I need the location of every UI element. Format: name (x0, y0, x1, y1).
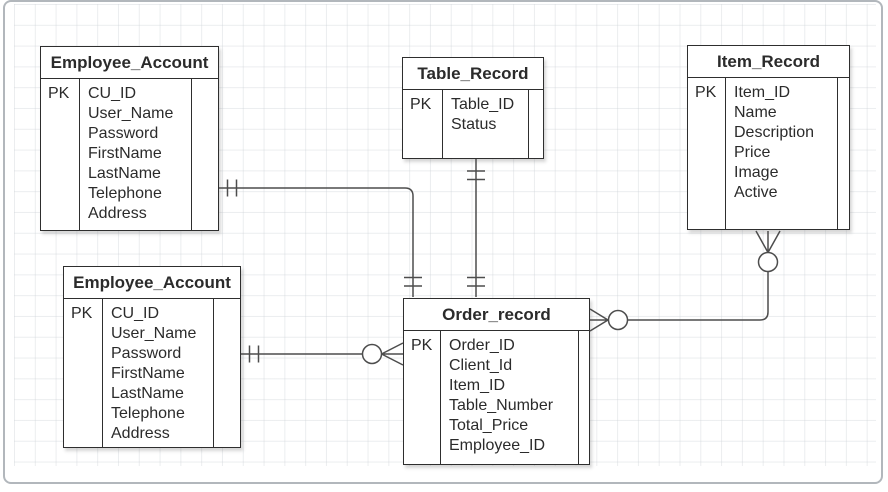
fields-column: CU_ID User_Name Password FirstName LastN… (103, 299, 213, 447)
entity-field: CU_ID (111, 305, 160, 322)
empty-column (528, 90, 543, 158)
entity-field: Telephone (88, 185, 162, 202)
connector-line[interactable] (627, 271, 769, 321)
entity-field: Telephone (111, 405, 185, 422)
connector-order-item[interactable] (589, 230, 781, 332)
entity-field: CU_ID (88, 85, 137, 102)
entity-field: FirstName (111, 365, 185, 382)
zero-circle-notation (361, 343, 383, 365)
entity-field: FirstName (88, 145, 162, 162)
entity-title: Employee_Account (41, 47, 218, 79)
pk-column: PK (41, 79, 80, 230)
entity-employee-account-bottom[interactable]: Employee_Account PK CU_ID User_Name Pass… (63, 266, 241, 448)
entity-field: Description (734, 124, 815, 141)
entity-table-record[interactable]: Table_Record PK Table_ID Status (402, 57, 544, 159)
entity-field: User_Name (111, 325, 197, 342)
pk-column: PK (688, 78, 726, 229)
entity-item-record[interactable]: Item_Record PK Item_ID Name Description … (687, 45, 850, 230)
crow-foot-notation (381, 342, 404, 366)
entity-field: Employee_ID (449, 437, 546, 454)
fields-column: Table_ID Status (443, 90, 528, 158)
crow-foot-notation (589, 308, 609, 332)
one-and-only-one-notation (467, 276, 485, 287)
entity-field: Address (88, 205, 147, 222)
entity-field: Price (734, 144, 771, 161)
entity-title: Table_Record (403, 58, 543, 90)
entity-field: Status (451, 116, 497, 133)
entity-field: Active (734, 184, 778, 201)
one-and-only-one-notation (248, 345, 260, 363)
connector-table-order[interactable] (467, 159, 485, 297)
connector-employee-top-order[interactable] (219, 179, 422, 298)
entity-employee-account-top[interactable]: Employee_Account PK CU_ID User_Name Pass… (40, 46, 219, 231)
entity-field: Image (734, 164, 779, 181)
entity-field: Client_Id (449, 357, 513, 374)
pk-column: PK (404, 331, 441, 464)
entity-field: User_Name (88, 105, 174, 122)
crow-foot-notation (755, 230, 781, 253)
fields-column: Item_ID Name Description Price Image Act… (726, 78, 837, 229)
empty-column (578, 331, 589, 464)
entity-field: Password (88, 125, 159, 142)
one-and-only-one-notation (404, 276, 422, 287)
zero-circle-notation (757, 251, 779, 273)
entity-field: Item_ID (734, 84, 791, 101)
entity-field: LastName (88, 165, 161, 182)
entity-field: Item_ID (449, 377, 506, 394)
one-and-only-one-notation (226, 179, 238, 197)
fields-column: Order_ID Client_Id Item_ID Table_Number … (441, 331, 578, 464)
pk-label: PK (48, 85, 70, 102)
entity-field: Order_ID (449, 337, 515, 354)
pk-label: PK (411, 337, 433, 354)
one-and-only-one-notation (467, 170, 485, 181)
connector-employee-bottom-order[interactable] (241, 342, 404, 366)
entity-title: Employee_Account (64, 267, 240, 299)
connector-line[interactable] (219, 187, 414, 297)
pk-label: PK (410, 96, 432, 113)
empty-column (191, 79, 218, 230)
entity-field: Table_ID (451, 96, 515, 113)
entity-title: Order_record (404, 299, 589, 331)
entity-field: LastName (111, 385, 184, 402)
pk-label: PK (71, 305, 93, 322)
zero-circle-notation (607, 309, 629, 331)
entity-order-record[interactable]: Order_record PK Order_ID Client_Id Item_… (403, 298, 590, 465)
entity-field: Table_Number (449, 397, 554, 414)
fields-column: CU_ID User_Name Password FirstName LastN… (80, 79, 191, 230)
empty-column (837, 78, 849, 229)
entity-field: Address (111, 425, 170, 442)
pk-column: PK (403, 90, 443, 158)
entity-field: Password (111, 345, 182, 362)
pk-label: PK (695, 84, 717, 101)
entity-field: Total_Price (449, 417, 529, 434)
entity-title: Item_Record (688, 46, 849, 78)
empty-column (213, 299, 240, 447)
entity-field: Name (734, 104, 777, 121)
pk-column: PK (64, 299, 103, 447)
